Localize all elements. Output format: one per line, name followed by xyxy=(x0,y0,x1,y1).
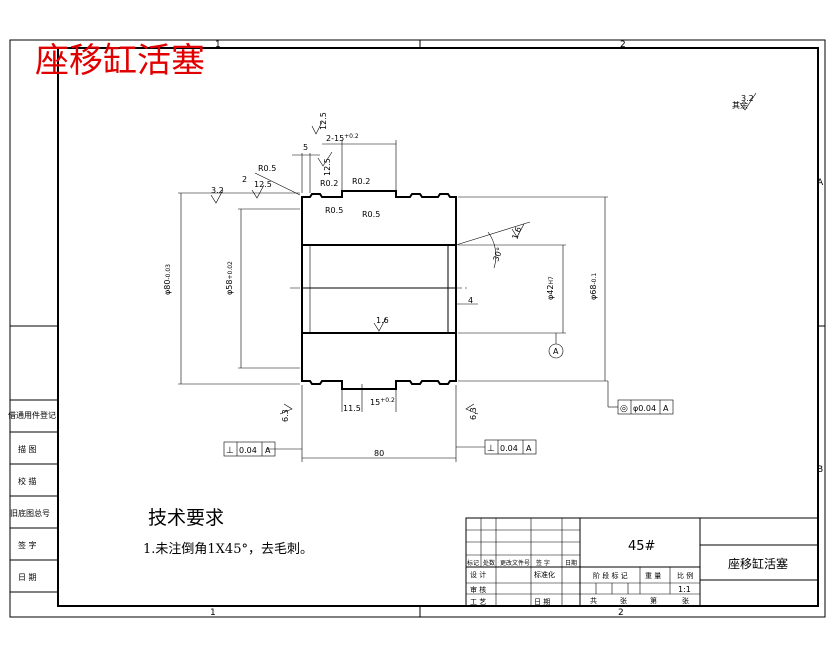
svg-text:第: 第 xyxy=(650,596,657,605)
side-row-4: 签 字 xyxy=(18,540,37,550)
svg-text:更改文件号: 更改文件号 xyxy=(500,559,530,567)
svg-text:重 量: 重 量 xyxy=(645,572,661,580)
svg-text:日期: 日期 xyxy=(565,559,577,567)
scale-text: 1:1 xyxy=(678,585,691,594)
svg-text:0.04: 0.04 xyxy=(239,446,257,455)
r05-a: R0.5 xyxy=(258,164,276,173)
right-dia-text: φ68-0.1 xyxy=(589,273,598,300)
tech-item-1: 1.未注倒角1X45°，去毛刺。 xyxy=(143,542,313,557)
svg-text:处数: 处数 xyxy=(483,559,495,567)
top-roughness-2: 12.5 xyxy=(323,158,332,176)
svg-text:φ0.04: φ0.04 xyxy=(633,404,656,413)
svg-text:A: A xyxy=(265,446,271,455)
zone-label-right-a: A xyxy=(817,178,824,188)
roughness-general-value: 3.2 xyxy=(741,94,754,103)
side-table: 借通用件登记 描 图 校 描 旧底图总号 签 字 日 期 xyxy=(8,399,59,593)
roughness-16-a: 1.6 xyxy=(510,226,523,241)
top-roughness-1: 12.5 xyxy=(319,112,328,130)
bore-dia-text: φ42H7 xyxy=(546,276,555,300)
datum-label: A xyxy=(553,347,559,356)
svg-text:◎: ◎ xyxy=(620,404,628,414)
r02-b: R0.2 xyxy=(352,177,370,186)
watermark-title: 座移缸活塞 xyxy=(35,41,205,81)
svg-text:共: 共 xyxy=(590,596,597,605)
svg-text:标准化: 标准化 xyxy=(534,570,555,579)
side-row-3: 旧底图总号 xyxy=(10,508,50,518)
zone-label-bottom-1: 1 xyxy=(210,608,216,618)
perp-frame-right: ⊥ 0.04 A xyxy=(456,439,537,455)
zone-label-bottom-2: 2 xyxy=(618,608,624,618)
concentricity-frame: ◎ φ0.04 A xyxy=(607,381,674,415)
svg-text:⊥: ⊥ xyxy=(487,444,495,454)
r05-c: R0.5 xyxy=(362,210,380,219)
dim-5-text: 5 xyxy=(303,143,308,152)
svg-text:张: 张 xyxy=(682,596,689,605)
dim-115-text: 11.5 xyxy=(343,404,361,413)
material-text: 45# xyxy=(628,539,655,554)
svg-text:比 例: 比 例 xyxy=(677,571,693,580)
datum-circle xyxy=(548,343,564,359)
roughness-16-b: 1.6 xyxy=(376,316,389,325)
title-block: 标记 处数 更改文件号 签 字 日期 设 计 标准化 审 核 工 艺 日 期 4… xyxy=(465,517,819,607)
dim-4-text: 4 xyxy=(468,296,473,305)
left-63: 6.3 xyxy=(281,409,290,422)
lower-section-hatch xyxy=(301,332,457,390)
svg-text:签 字: 签 字 xyxy=(536,559,550,567)
inner-frame xyxy=(57,47,819,607)
svg-text:0.04: 0.04 xyxy=(500,444,518,453)
svg-text:阶 段 标 记: 阶 段 标 记 xyxy=(593,571,628,580)
zone-label-top-2: 2 xyxy=(620,40,626,50)
bore xyxy=(301,244,457,334)
svg-text:审 核: 审 核 xyxy=(470,585,486,594)
outer-dia-text: φ80-0.03 xyxy=(163,264,172,295)
length-text: 80 xyxy=(374,449,384,458)
r02-a: R0.2 xyxy=(320,179,338,188)
outer-frame xyxy=(9,39,826,618)
dim-2-text: 2 xyxy=(242,175,247,184)
svg-text:标记: 标记 xyxy=(467,559,479,567)
tech-heading: 技术要求 xyxy=(148,507,224,529)
svg-text:A: A xyxy=(663,404,669,413)
svg-text:设 计: 设 计 xyxy=(470,570,486,579)
side-row-1: 描 图 xyxy=(18,444,37,454)
groove-text: 2-15+0.2 xyxy=(326,133,359,143)
side-row-2: 校 描 xyxy=(18,476,37,486)
dim-15-text: 15+0.2 xyxy=(370,397,395,407)
roughness-general-symbol xyxy=(739,92,757,111)
svg-text:A: A xyxy=(526,444,532,453)
svg-text:日 期: 日 期 xyxy=(534,598,550,606)
left-roughness-2: 12.5 xyxy=(254,180,272,189)
angle-text: 30° xyxy=(491,246,504,262)
perp-frame-left: ⊥ 0.04 A xyxy=(223,441,302,457)
zone-label-top-1: 1 xyxy=(215,40,221,50)
svg-text:工 艺: 工 艺 xyxy=(470,598,486,606)
side-row-5: 日 期 xyxy=(18,573,37,582)
svg-text:张: 张 xyxy=(620,596,627,605)
r05-b: R0.5 xyxy=(325,206,343,215)
upper-section-hatch xyxy=(301,190,457,246)
right-63: 6.3 xyxy=(469,407,478,420)
inner-dia-text: φ58+0.02 xyxy=(225,261,234,295)
left-roughness: 3.2 xyxy=(211,186,224,195)
svg-text:⊥: ⊥ xyxy=(226,446,234,456)
zone-label-right-b: B xyxy=(817,465,823,475)
roughness-general-prefix: 其余 xyxy=(732,100,748,110)
side-row-0: 借通用件登记 xyxy=(8,410,56,420)
part-name-text: 座移缸活塞 xyxy=(728,556,788,571)
